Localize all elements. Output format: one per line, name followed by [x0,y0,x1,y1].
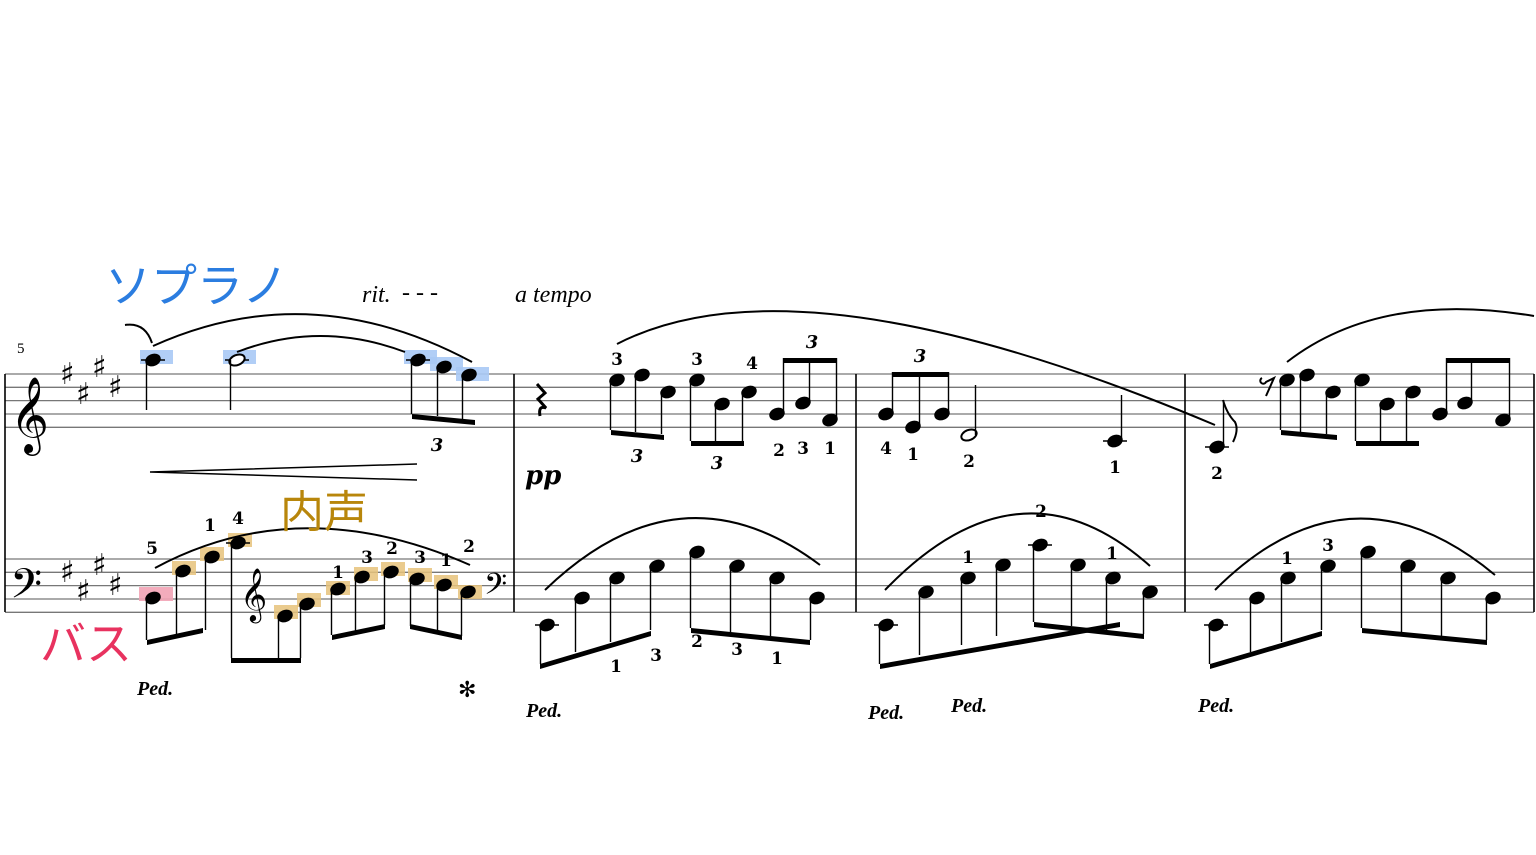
triplet-number: 3 [914,346,927,367]
beam [1210,631,1322,669]
slur [1214,517,1496,591]
beam [540,631,651,669]
sharp-icon: ♯ [108,370,123,405]
voice-highlights [139,350,489,619]
sharp-icon: ♯ [92,548,107,583]
beam [691,441,744,446]
phrase-slur [1286,308,1535,363]
pedal-mark: Ped. [1197,695,1234,717]
fingering-number: 2 [463,537,475,557]
grand-staff [5,373,1534,613]
fingering-number: 4 [746,354,758,374]
beam [880,622,1120,669]
beam [410,624,462,640]
fingering-number: 4 [880,439,892,459]
quarter-rest-icon [535,383,548,417]
slur [154,527,471,569]
fingering-number: 2 [386,539,398,559]
beam [783,358,836,363]
half-note-head [960,428,978,442]
fingering-number: 1 [204,516,216,536]
fingering-number: 1 [962,548,974,568]
beam [1446,358,1509,363]
measure-number: 5 [17,341,25,357]
eighth-flag [1222,399,1238,443]
sharp-icon: ♯ [76,377,91,412]
sharp-icon: ♯ [108,568,123,603]
phrase-slur [152,313,473,363]
pedal-release-mark: ✻ [458,678,476,703]
fingering-number: 1 [1106,544,1118,564]
beam [412,414,475,425]
fingering-number: 3 [414,548,426,568]
fingering-number: 1 [440,551,452,571]
pedal-mark: Ped. [136,678,173,700]
beam [1356,441,1419,446]
triplet-number: 3 [631,446,644,467]
treble-clef-change-icon: 𝄞 [240,567,267,623]
fingering-number: 2 [691,632,703,652]
sharp-icon: ♯ [60,555,75,590]
fingering-number: 3 [611,350,623,370]
slur [236,335,406,353]
phrase-slur [616,310,1216,426]
fingering-number: 1 [332,563,344,583]
fingering-number: 1 [907,445,919,465]
fingering-number: 2 [773,441,785,461]
slur [544,517,821,591]
fingering-number: 1 [1109,458,1121,478]
triplet-number: 3 [806,332,819,353]
pedal-mark: Ped. [950,695,987,717]
beam [892,372,948,377]
sharp-icon: ♯ [92,350,107,385]
fingering-number: 1 [824,439,836,459]
fingering-number: 2 [1035,502,1047,522]
beam [691,628,810,645]
fingering-number: 1 [771,649,783,669]
fingering-number: 5 [146,539,158,559]
fingering-number: 2 [963,452,975,472]
inner-voice-label: 内声 [280,487,368,538]
eighth-rest-icon [1259,375,1277,397]
bass-clef-icon: 𝄢 [10,560,42,618]
ritardando-mark: rit. [362,282,391,308]
bass-label: バス [40,617,132,671]
sharp-icon: ♯ [76,574,91,609]
fingering-number: 3 [797,439,809,459]
beam [231,658,301,663]
fingering-number: 3 [731,640,743,660]
beam [611,430,664,440]
beam [1034,622,1144,639]
fingering-number: 3 [361,548,373,568]
pedal-mark: Ped. [525,700,562,722]
bass-clef-change-icon: 𝄢 [484,568,507,609]
half-note-head [228,353,246,367]
fingering-number: 1 [610,657,622,677]
triplet-number: 3 [711,453,724,474]
treble-clef-icon: 𝄞 [10,376,49,456]
soprano-label: ソプラノ [105,259,288,313]
beam [1362,628,1487,645]
beam [1281,430,1337,440]
beam [147,628,203,645]
tie [124,323,153,344]
fingering-number: 1 [1281,549,1293,569]
pedal-mark: Ped. [867,702,904,724]
fingering-number: 4 [232,509,244,529]
ritardando-dashes: - - - [402,280,438,306]
fingering-number: 3 [650,646,662,666]
pianissimo-mark: pp [525,461,561,491]
beam [332,624,385,640]
fingering-number: 2 [1211,464,1223,484]
fingering-number: 3 [691,350,703,370]
triplet-number: 3 [431,435,444,456]
fingering-number: 3 [1322,536,1334,556]
a-tempo-mark: a tempo [515,282,592,308]
slur [884,512,1151,591]
crescendo-hairpin [149,463,418,481]
sharp-icon: ♯ [60,357,75,392]
